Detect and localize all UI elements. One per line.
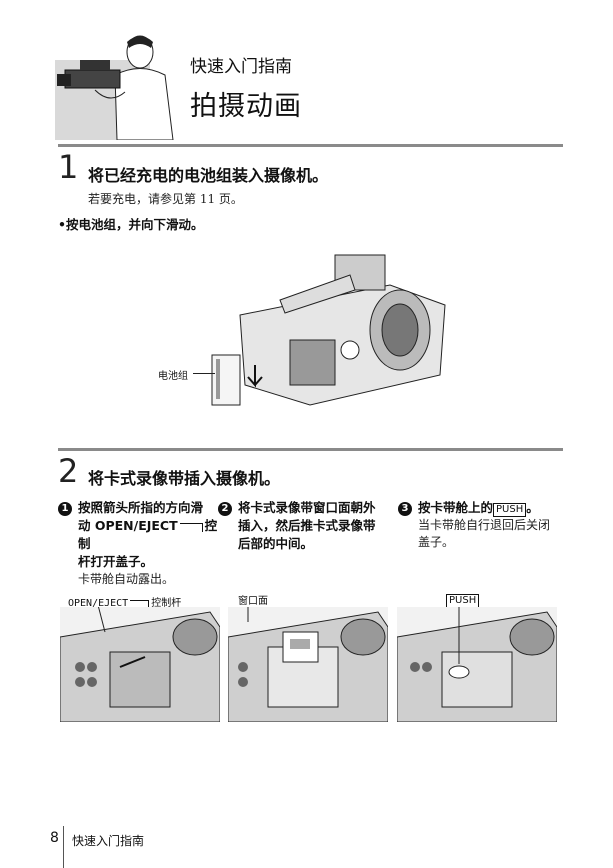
push-figure-label: PUSH bbox=[446, 594, 480, 608]
camcorder-battery-insert-icon bbox=[211, 254, 446, 406]
person-with-camcorder-icon bbox=[55, 35, 174, 140]
col1-line3: 杆打开盖子。 bbox=[78, 554, 154, 569]
push-key-label: PUSH bbox=[493, 503, 527, 517]
col3-line1a: 按卡带舱上的 bbox=[418, 500, 494, 515]
cassette-insert-icon bbox=[228, 607, 388, 722]
footer-divider bbox=[63, 826, 64, 868]
step-title-2: 将卡式录像带插入摄像机。 bbox=[88, 469, 281, 488]
col1-line1: 按照箭头所指的方向滑 bbox=[78, 500, 204, 515]
instruction-col-2: 2 将卡式录像带窗口面朝外 插入，然后推卡式录像带 后部的中间。 bbox=[218, 499, 393, 553]
col3-sub1: 当卡带舱自行退回后关闭 bbox=[418, 518, 551, 532]
col2-line3: 后部的中间。 bbox=[238, 536, 314, 551]
step-number-2: 2 bbox=[58, 452, 79, 490]
section-divider-2 bbox=[58, 448, 563, 451]
push-compartment-icon bbox=[397, 607, 557, 722]
step1-bullet: •按电池组，并向下滑动。 bbox=[58, 217, 204, 232]
step-number-1: 1 bbox=[58, 148, 79, 186]
lever-arrow-icon bbox=[130, 600, 150, 607]
battery-pack-label: 电池组 bbox=[158, 371, 188, 382]
cassette-compartment-open-icon bbox=[60, 607, 220, 722]
section-divider-1 bbox=[58, 144, 563, 147]
footer-section-title: 快速入门指南 bbox=[72, 834, 145, 848]
step-title-1: 将已经充电的电池组装入摄像机。 bbox=[88, 166, 329, 185]
col1-line2b: 控制 bbox=[78, 518, 218, 551]
col3-sub2: 盖子。 bbox=[418, 535, 455, 549]
header-subtitle: 快速入门指南 bbox=[190, 57, 292, 77]
window-side-label: 窗口面 bbox=[238, 596, 268, 607]
col2-line1: 将卡式录像带窗口面朝外 bbox=[238, 500, 376, 515]
col3-line1b: 。 bbox=[526, 500, 539, 515]
col1-sub: 卡带舱自动露出。 bbox=[78, 572, 175, 586]
slide-arrow-icon bbox=[179, 523, 203, 532]
col1-line2: 动 OPEN/EJECT bbox=[78, 518, 178, 533]
battery-pointer-line bbox=[193, 373, 215, 374]
step-badge-1: 1 bbox=[58, 502, 72, 516]
step-badge-3: 3 bbox=[398, 502, 412, 516]
col2-line2: 插入，然后推卡式录像带 bbox=[238, 518, 376, 533]
page-title: 拍摄动画 bbox=[190, 91, 302, 122]
step1-note: 若要充电，请参见第 11 页。 bbox=[88, 192, 243, 206]
step-badge-2: 2 bbox=[218, 502, 232, 516]
page-number: 8 bbox=[50, 830, 59, 846]
